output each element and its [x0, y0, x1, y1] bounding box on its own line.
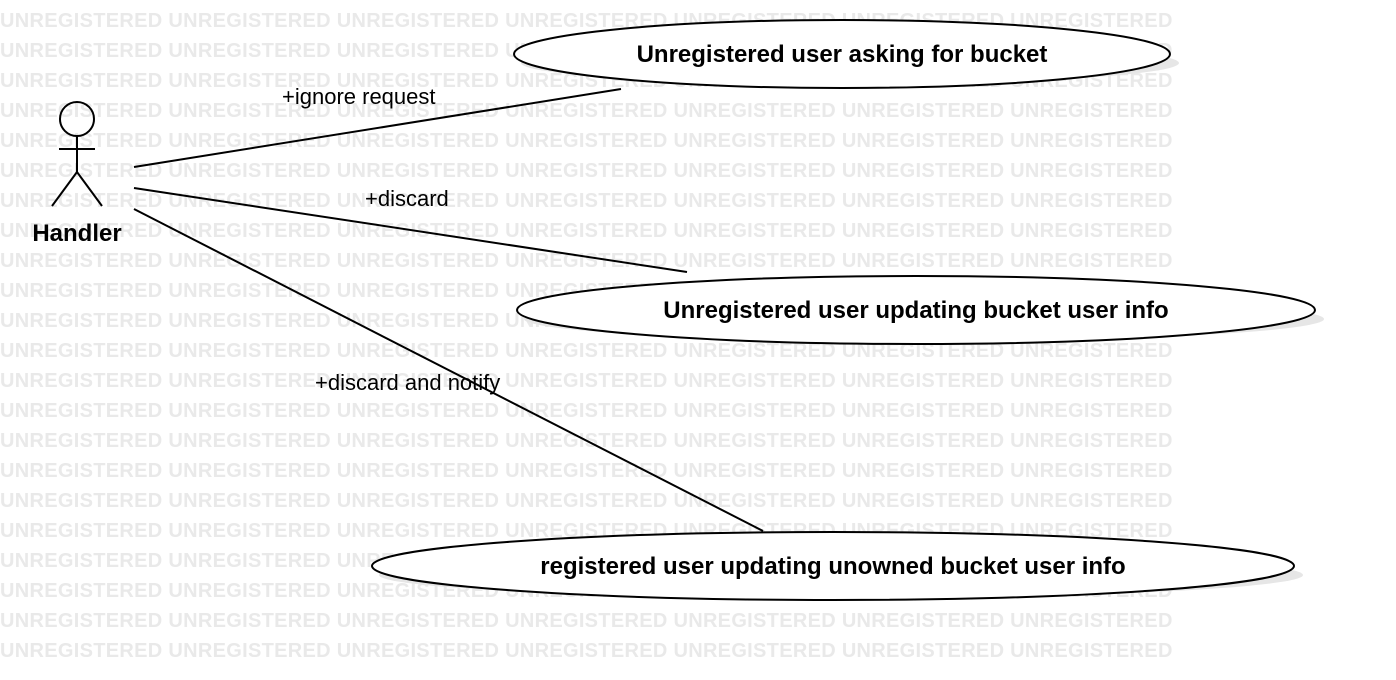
- watermark-row: UNREGISTERED UNREGISTERED UNREGISTERED U…: [0, 250, 1173, 272]
- watermark-row: UNREGISTERED UNREGISTERED UNREGISTERED U…: [0, 130, 1173, 152]
- use-case-ellipse: [371, 531, 1295, 601]
- watermark-row: UNREGISTERED UNREGISTERED UNREGISTERED U…: [0, 340, 1173, 362]
- actor-left-leg: [51, 171, 78, 207]
- watermark-row: UNREGISTERED UNREGISTERED UNREGISTERED U…: [0, 190, 1173, 212]
- watermark-row: UNREGISTERED UNREGISTERED UNREGISTERED U…: [0, 460, 1173, 482]
- watermark-row: UNREGISTERED UNREGISTERED UNREGISTERED U…: [0, 160, 1173, 182]
- use-case-label: Unregistered user updating bucket user i…: [663, 297, 1168, 324]
- watermark-row: UNREGISTERED UNREGISTERED UNREGISTERED U…: [0, 640, 1173, 662]
- use-case-ellipse: [513, 19, 1171, 89]
- watermark-row: UNREGISTERED UNREGISTERED UNREGISTERED U…: [0, 220, 1173, 242]
- association-label-discard: +discard: [365, 186, 449, 211]
- actor-name: Handler: [32, 220, 121, 247]
- use-case-updating-bucket-user-info[interactable]: Unregistered user updating bucket user i…: [516, 275, 1324, 345]
- association-label-discard-and-notify: +discard and notify: [315, 370, 500, 395]
- use-case-ellipse: [516, 275, 1316, 345]
- use-case-asking-for-bucket[interactable]: Unregistered user asking for bucket: [513, 19, 1179, 89]
- actor-right-leg: [76, 171, 103, 207]
- use-case-label: Unregistered user asking for bucket: [637, 41, 1048, 68]
- watermark-row: UNREGISTERED UNREGISTERED UNREGISTERED U…: [0, 370, 1173, 392]
- use-case-updating-unowned-bucket-user-info[interactable]: registered user updating unowned bucket …: [371, 531, 1303, 601]
- watermark-row: UNREGISTERED UNREGISTERED UNREGISTERED U…: [0, 100, 1173, 122]
- actor-handler[interactable]: Handler: [32, 101, 122, 247]
- association-line-ignore-request[interactable]: [133, 88, 622, 168]
- actor-head: [59, 101, 95, 137]
- use-case-label: registered user updating unowned bucket …: [540, 553, 1125, 580]
- association-line-discard-and-notify[interactable]: [133, 208, 764, 532]
- watermark-row: UNREGISTERED UNREGISTERED UNREGISTERED U…: [0, 490, 1173, 512]
- association-label-ignore-request: +ignore request: [282, 84, 436, 109]
- association-line-discard[interactable]: [133, 187, 688, 273]
- watermark-row: UNREGISTERED UNREGISTERED UNREGISTERED U…: [0, 400, 1173, 422]
- watermark-row: UNREGISTERED UNREGISTERED UNREGISTERED U…: [0, 610, 1173, 632]
